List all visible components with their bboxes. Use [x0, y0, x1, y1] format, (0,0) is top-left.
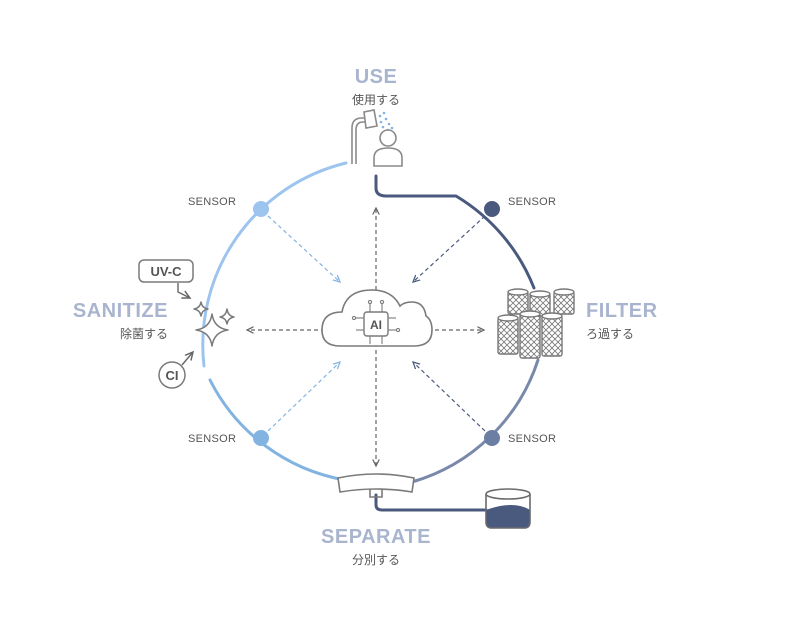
water-spray — [378, 111, 394, 132]
stage-separate-subtitle: 分別する — [351, 553, 400, 567]
ring-segment-use-filter — [374, 174, 536, 290]
stage-use: USE 使用する — [326, 66, 426, 108]
stage-filter-title: FILTER — [586, 300, 658, 322]
sparkle-icon — [193, 301, 235, 347]
sensor-node-bottom-right — [484, 430, 500, 446]
separator-tray-icon — [337, 473, 415, 498]
uvc-badge — [138, 259, 194, 283]
sensor-link-bottom-right — [413, 362, 486, 432]
sensor-node-bottom-left — [253, 430, 269, 446]
ai-chip — [363, 311, 389, 337]
sensor-node-top-left — [253, 201, 269, 217]
stage-use-title: USE — [354, 66, 398, 88]
ci-badge — [158, 361, 186, 389]
filter-cartridges-icon — [497, 288, 575, 359]
sensor-link-top-left — [267, 215, 340, 282]
sensor-label-bottom-right: SENSOR — [508, 433, 557, 445]
ring-segment-sanitize-separate — [208, 378, 347, 482]
ci-input: CI — [158, 352, 193, 389]
uvc-input: UV-C — [138, 259, 194, 298]
tank-pipe — [374, 493, 488, 512]
sensor-data-links — [267, 215, 486, 432]
stage-separate: SEPARATE 分別する — [306, 526, 446, 568]
ci-label: CI — [166, 368, 179, 383]
sensor-node-top-right — [484, 201, 500, 217]
sensors — [253, 201, 500, 446]
uvc-label: UV-C — [150, 264, 182, 279]
sensor-label-top-left: SENSOR — [188, 196, 237, 208]
sensor-label-bottom-left: SENSOR — [188, 433, 237, 445]
stage-filter: FILTER ろ過する — [586, 300, 676, 342]
stage-filter-subtitle: ろ過する — [586, 327, 635, 341]
person-icon — [373, 129, 403, 167]
sensor-label-top-right: SENSOR — [508, 196, 557, 208]
ci-arrow — [181, 352, 193, 366]
ai-control-links — [247, 208, 484, 466]
water-tank-icon — [485, 488, 531, 529]
uvc-arrow — [177, 283, 190, 298]
shower-icon — [351, 109, 378, 164]
stage-use-subtitle: 使用する — [351, 93, 400, 107]
sensor-link-bottom-left — [267, 362, 340, 432]
stage-separate-title: SEPARATE — [321, 526, 431, 548]
stage-sanitize: SANITIZE 除菌する — [40, 300, 168, 342]
stage-sanitize-title: SANITIZE — [72, 300, 168, 322]
circuit-traces — [351, 299, 401, 344]
sensor-link-top-right — [413, 215, 486, 282]
ai-cloud-icon: AI — [321, 289, 433, 347]
stage-sanitize-subtitle: 除菌する — [119, 327, 168, 341]
ai-label: AI — [370, 318, 382, 332]
